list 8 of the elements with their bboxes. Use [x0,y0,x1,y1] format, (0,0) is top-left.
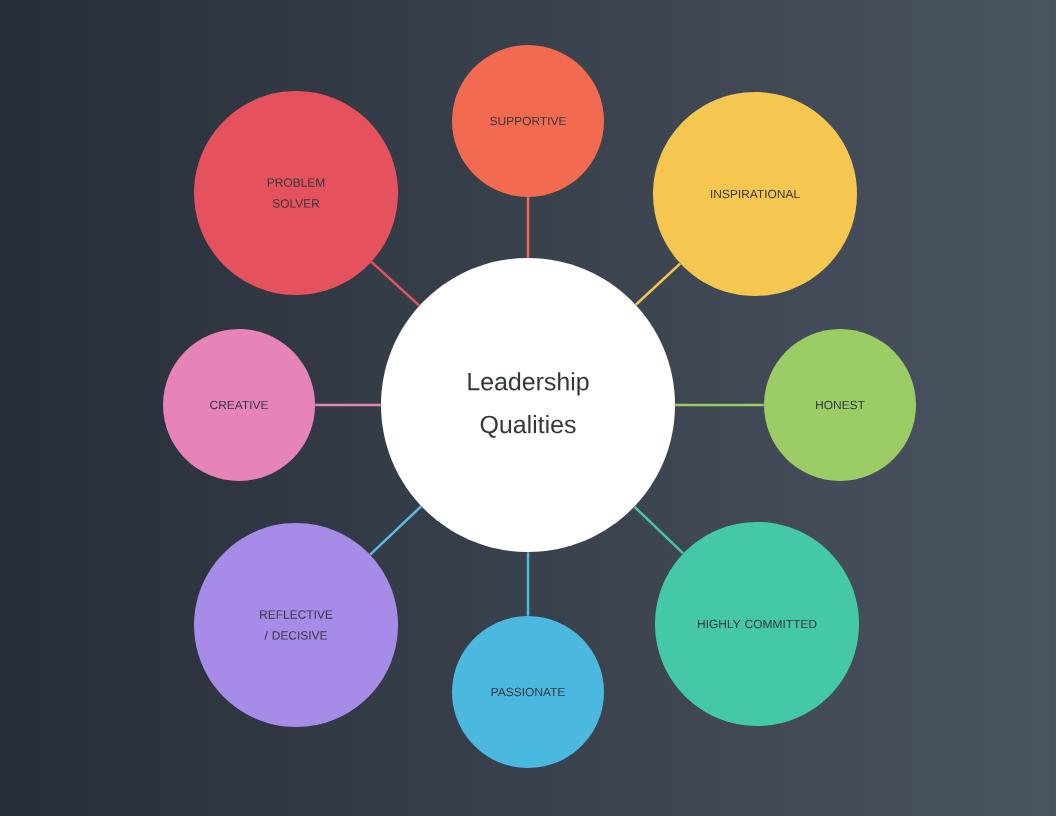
connector-line [526,552,530,616]
connector-line [315,403,381,407]
connector-line [633,505,684,555]
connector-line [526,197,530,258]
connector-line [634,262,681,306]
connector-line [675,403,764,407]
connector-line [370,261,421,307]
connector-line [369,505,423,556]
